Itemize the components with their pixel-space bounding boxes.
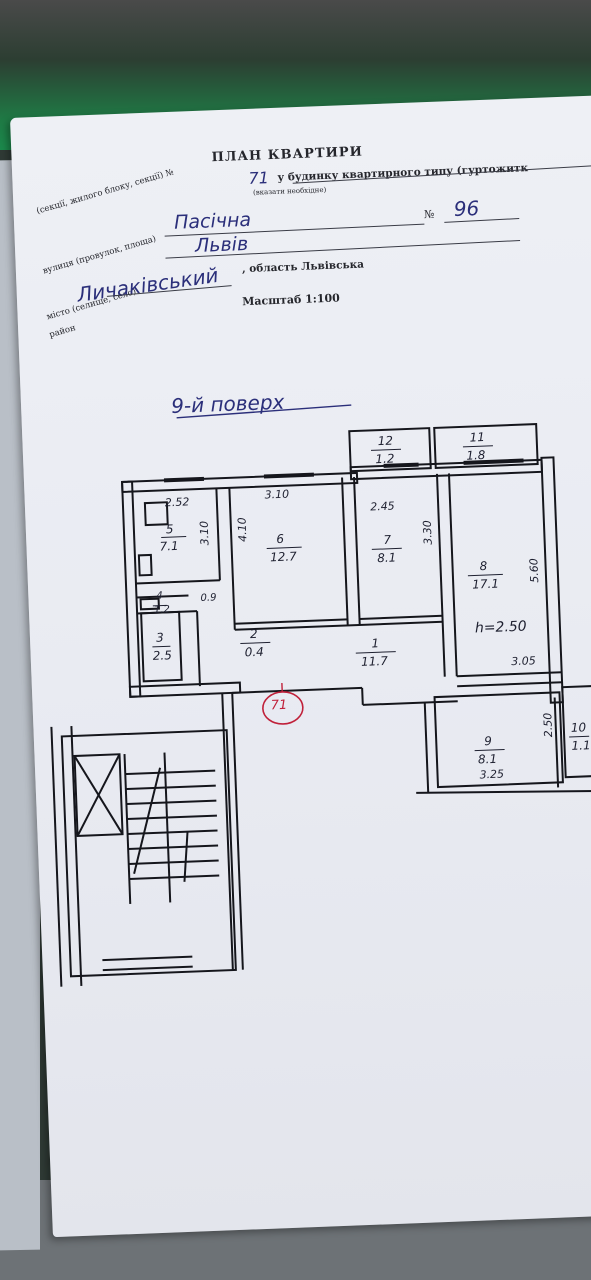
room-6-area: 12.7 [269, 549, 298, 565]
room-4-area: 1.2 [153, 604, 171, 616]
room-9-area: 8.1 [477, 751, 498, 767]
room-5-number: 5 [165, 522, 174, 537]
room-9-number: 9 [484, 733, 493, 749]
floor-label: 9-й поверх [170, 389, 285, 419]
dim-3-10-top: 3.10 [264, 487, 290, 502]
room-7-area: 8.1 [376, 550, 397, 566]
dim-2-52: 2.52 [164, 495, 190, 510]
dim-3-30: 3.30 [420, 520, 435, 546]
dim-3-25: 3.25 [479, 767, 505, 782]
room-12-number: 12 [377, 433, 394, 449]
dim-2-45: 2.45 [369, 499, 395, 514]
ceiling-height: h=2.50 [474, 618, 527, 637]
room-10-area: 1.1 [571, 738, 591, 753]
plan-drawing [50, 164, 591, 987]
dim-2-50: 2.50 [541, 712, 556, 738]
room-8-number: 8 [479, 559, 488, 574]
room-11-area: 1.8 [466, 448, 486, 463]
room-10-number: 10 [570, 720, 587, 735]
dim-3-10-side: 3.10 [197, 520, 212, 546]
room-1-number: 1 [371, 636, 380, 651]
room-2-area: 0.4 [244, 644, 265, 660]
dim-5-60: 5.60 [527, 557, 542, 583]
room-3-area: 2.5 [152, 648, 173, 663]
apartment-stamp-number: 71 [270, 697, 288, 714]
floor-plan-sheet: ПЛАН КВАРТИРИ (секції, жилого блоку, сек… [10, 94, 591, 1238]
room-5-area: 7.1 [159, 538, 179, 554]
room-12-area: 1.2 [375, 451, 395, 467]
dim-4-10: 4.10 [235, 517, 250, 543]
dim-3-05: 3.05 [510, 654, 536, 669]
room-4-number: 4 [156, 590, 164, 602]
room-8-area: 17.1 [471, 576, 500, 592]
dim-0-9: 0.9 [200, 592, 217, 605]
room-3-number: 3 [155, 630, 164, 645]
room-1-area: 11.7 [360, 653, 389, 669]
room-7-number: 7 [383, 532, 392, 547]
room-6-number: 6 [276, 531, 285, 547]
room-2-number: 2 [249, 626, 258, 642]
room-11-number: 11 [469, 430, 486, 445]
